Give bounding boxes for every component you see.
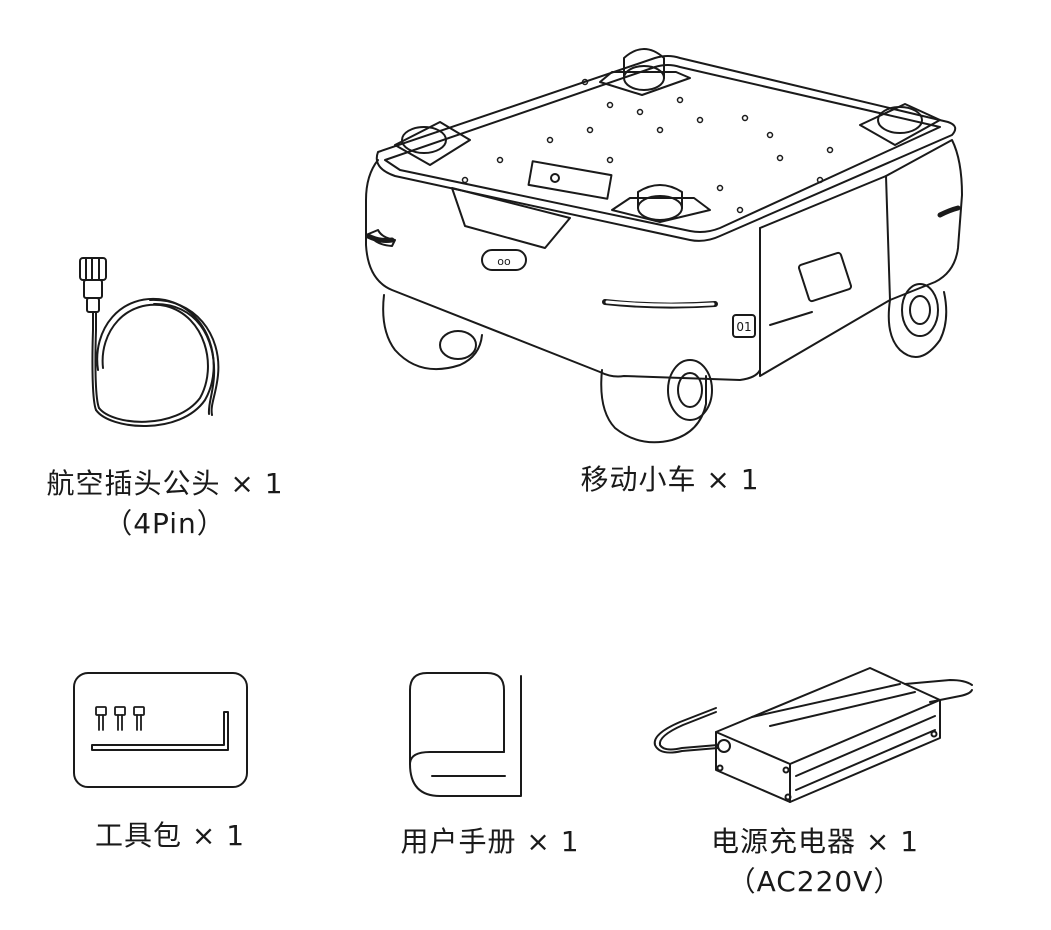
power-charger-label: 电源充电器 × 1 （AC220V） [690, 822, 940, 902]
item-name: 工具包 × 1 [94, 819, 246, 852]
aviation-plug-label: 航空插头公头 × 1 （4Pin） [30, 464, 300, 544]
mobile-robot-drawing: oo 01 [365, 48, 963, 444]
item-note: （4Pin） [104, 507, 226, 540]
user-manual-label: 用户手册 × 1 [380, 822, 600, 862]
aviation-plug-drawing [79, 257, 220, 427]
top-plate-holes [461, 78, 834, 214]
tool-kit-drawing [73, 672, 248, 788]
wheel-right [887, 283, 948, 359]
caster-front-right [599, 48, 691, 96]
item-name: 用户手册 × 1 [400, 825, 580, 858]
caster-front [611, 184, 711, 223]
tool-kit-label: 工具包 × 1 [70, 816, 270, 856]
item-name: 移动小车 × 1 [580, 463, 760, 496]
user-manual-drawing [409, 672, 522, 797]
mobile-robot-label: 移动小车 × 1 [540, 460, 800, 500]
caster-left [394, 121, 471, 166]
power-charger-drawing [653, 667, 973, 803]
wheel-left [382, 294, 483, 371]
robot-indicator-text: oo [497, 255, 511, 268]
caster-right [859, 103, 941, 146]
item-name: 航空插头公头 × 1 [46, 467, 284, 500]
item-name: 电源充电器 × 1 [710, 825, 920, 858]
robot-side-label: 01 [736, 320, 751, 334]
wheel-front [600, 359, 713, 444]
item-note: （AC220V） [727, 865, 903, 898]
